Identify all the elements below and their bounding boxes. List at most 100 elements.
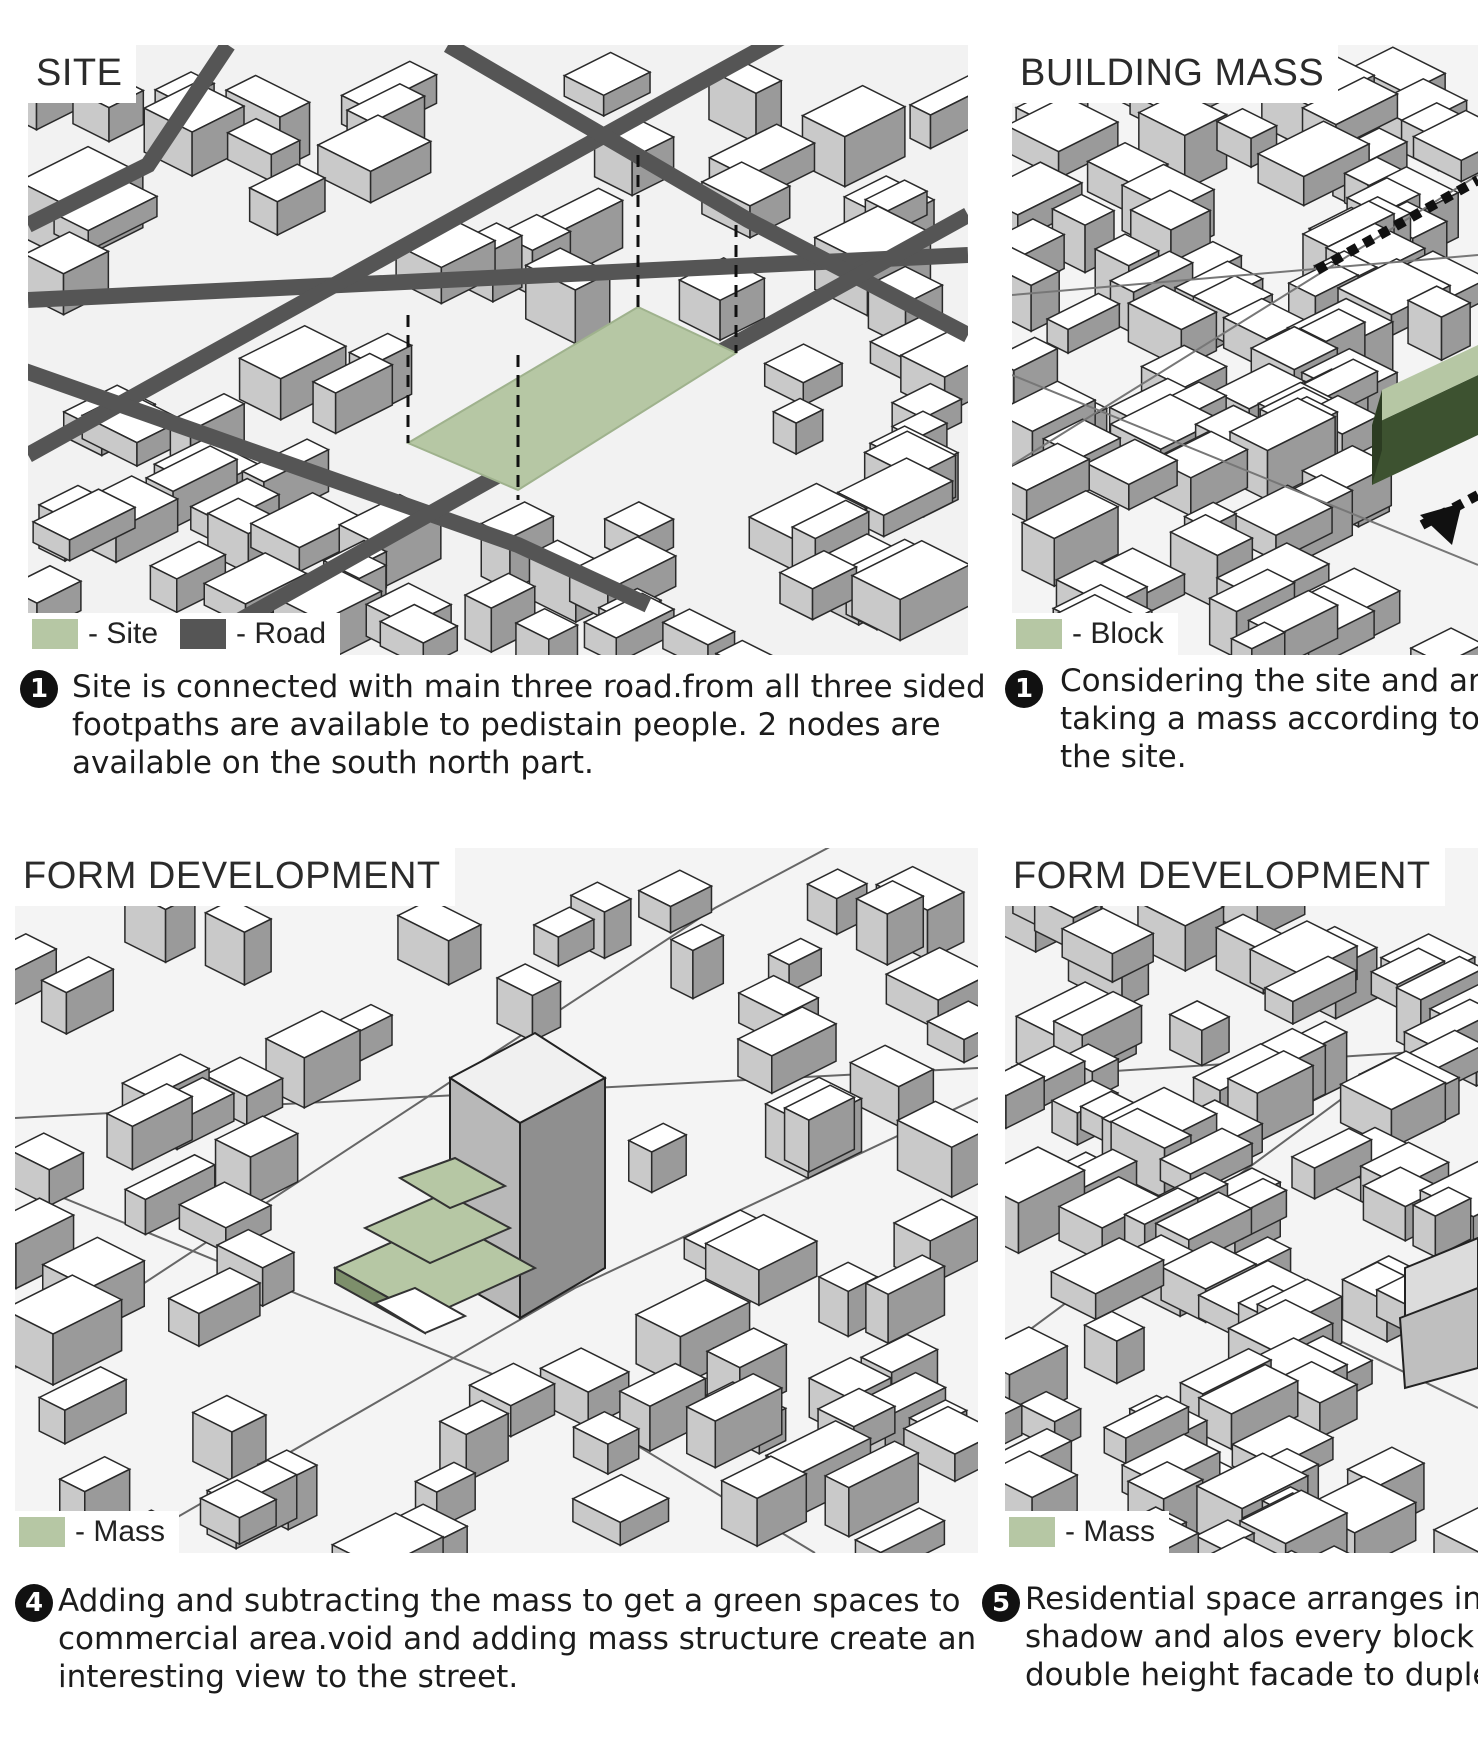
building-block [1353,1501,1417,1553]
step-number-badge: 1 [20,670,58,708]
building-block [369,140,432,204]
building-block [607,1427,640,1476]
building-block [1005,1075,1045,1130]
building-block [1116,1326,1145,1385]
building-block [509,1382,556,1438]
building-block [557,918,595,968]
building-block [1292,968,1357,1026]
building-block [771,1022,837,1095]
building-block [650,1133,687,1194]
caption-form-development-2: Residential space arranges in the shadow… [1025,1580,1478,1694]
site-block-mass [1372,345,1478,485]
roads [28,45,968,655]
building-block [714,1386,783,1469]
building-block [1251,631,1286,655]
building-block [1025,457,1090,523]
building-block [1005,1404,1023,1445]
building-block [1067,302,1121,355]
site-isometric-scene [28,45,968,655]
caption-building-mass: Considering the site and area taking a m… [1060,662,1478,776]
building-block [899,564,968,642]
caption-line: Considering the site and area [1060,663,1478,699]
site-diagram-panel: SITE - Site - Road [28,45,968,655]
node-markers [406,155,738,500]
panel-title-form-development: FORM DEVELOPMENT [15,848,455,906]
building-block [1318,1545,1350,1553]
building-block [619,1497,670,1547]
building-block [198,1281,261,1348]
legend-swatch-mass [19,1517,65,1547]
building-block [1433,1528,1478,1553]
building-block [926,890,965,962]
surrounding-buildings [15,865,978,1553]
caption-line: taking a mass according to the [1060,701,1478,737]
building-block [531,980,562,1043]
building-block [670,938,694,1000]
legend-label-mass: - Mass [1065,1515,1155,1548]
caption-form-development: Adding and subtracting the mass to get a… [58,1582,976,1696]
surrounding-buildings [1012,46,1478,655]
caption-line: footpaths are available to pedistain peo… [72,707,941,743]
form-development-scene [15,848,978,1553]
building-block [583,620,618,655]
building-block [1156,1531,1200,1553]
building-block [1128,459,1178,511]
building-block [603,897,632,960]
step-number-badge: 1 [1005,670,1043,708]
building-block [1230,637,1253,655]
building-block [1195,1534,1223,1553]
building-block [1111,932,1154,984]
caption-line: commercial area.void and adding mass str… [58,1621,977,1657]
building-mass-panel: BUILDING MASS - Block [1012,45,1478,655]
building-block [1434,1197,1472,1258]
building-block [238,1498,277,1546]
building-block [1460,151,1478,183]
legend-label-road: - Road [236,617,327,650]
building-block [783,1106,810,1174]
building-block [758,1239,818,1307]
building-block [865,1282,889,1345]
legend-mass: - Mass [15,1511,179,1553]
building-block [1284,1511,1348,1553]
building-block [249,1132,299,1207]
caption-line: Adding and subtracting the mass to get a… [58,1583,961,1619]
step-number-badge: 4 [15,1584,53,1622]
legend-label-block: - Block [1072,617,1164,650]
building-block [1183,113,1228,191]
building-block [68,506,136,562]
building-block [714,639,773,655]
building-block [1277,603,1339,655]
building-block [276,176,326,237]
caption-site: Site is connected with main three road.f… [72,668,986,782]
building-block [447,923,482,986]
legend-swatch-road [180,619,227,649]
green-terrace-mass [332,1156,538,1335]
building-block [802,362,843,407]
caption-line: Residential space arranges in the [1025,1581,1478,1617]
legend-swatch-block [1016,619,1062,649]
building-block [887,1264,946,1345]
legend-block: - Block [1012,613,1178,655]
caption-line: shadow and alos every block has [1025,1619,1478,1655]
building-block [886,894,925,967]
building-block [1319,1383,1358,1439]
panel-title-form-development-2: FORM DEVELOPMENT [1005,848,1445,906]
building-block [115,497,179,564]
caption-clip: Residential space arranges in the shadow… [1025,1580,1478,1710]
building-block [65,968,115,1036]
caption-clip: Considering the site and area taking a m… [1060,662,1478,782]
legend-swatch-site [32,619,78,649]
building-block [844,105,906,188]
building-block [515,621,550,655]
building-block [1409,627,1478,655]
building-block [64,1378,127,1446]
building-mass-scene [1012,45,1478,655]
building-block [954,1441,978,1483]
building-block [795,408,824,456]
building-block [303,1028,361,1109]
building-block [692,934,725,1000]
panel-title-site: SITE [28,45,137,103]
caption-line: available on the south north part. [72,745,594,781]
building-block [1460,646,1478,655]
building-block [334,363,394,435]
